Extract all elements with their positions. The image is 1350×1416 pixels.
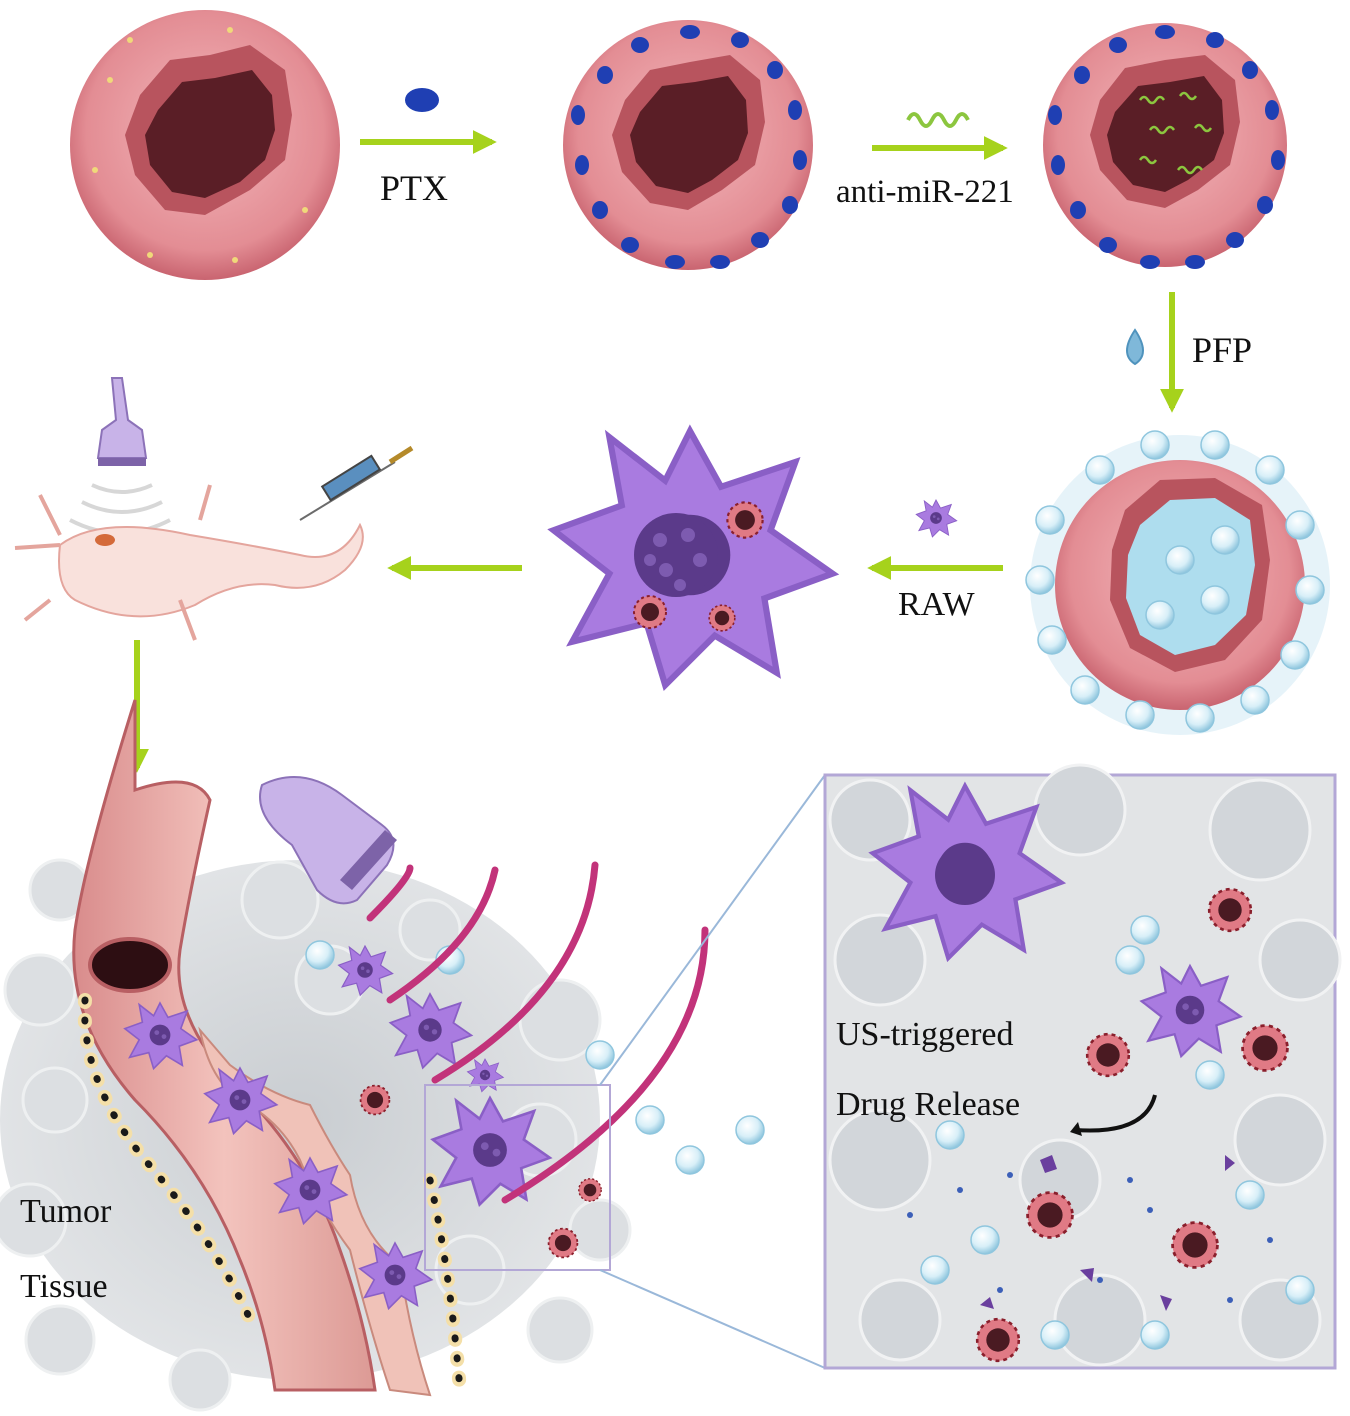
mouse-icon xyxy=(14,484,364,641)
squiggle-icon xyxy=(906,112,970,128)
label-anti-mir-221: anti-miR-221 xyxy=(836,174,1014,210)
label-raw: RAW xyxy=(898,586,975,623)
empty-nanoparticle xyxy=(70,10,340,280)
macrophage-cell-icon xyxy=(915,499,958,538)
label-drug-release: Drug Release xyxy=(836,1086,1021,1123)
macrophage-nucleus xyxy=(634,513,718,597)
label-tumor: Tumor xyxy=(20,1193,112,1230)
pfp-nanobubble xyxy=(1025,430,1330,735)
label-ptx: PTX xyxy=(380,168,449,208)
blood-vessel-icon xyxy=(72,699,467,1397)
droplet-icon xyxy=(1126,328,1144,366)
zoom-source-box xyxy=(424,1084,611,1271)
ultrasound-probe-icon-large xyxy=(259,776,397,905)
zoom-panel xyxy=(823,763,1342,1370)
mirna-loaded-nanoparticle xyxy=(1043,23,1287,269)
ultrasound-waves xyxy=(366,861,709,1204)
label-pfp: PFP xyxy=(1192,330,1253,370)
release-arrow xyxy=(1074,1094,1157,1133)
ptx-pill-icon xyxy=(405,88,439,112)
syringe-icon xyxy=(299,445,414,521)
label-us-triggered: US-triggered xyxy=(836,1016,1014,1053)
ptx-loaded-nanoparticle xyxy=(563,20,813,270)
label-tissue: Tissue xyxy=(20,1268,108,1305)
ultrasound-probe-icon xyxy=(96,377,148,466)
